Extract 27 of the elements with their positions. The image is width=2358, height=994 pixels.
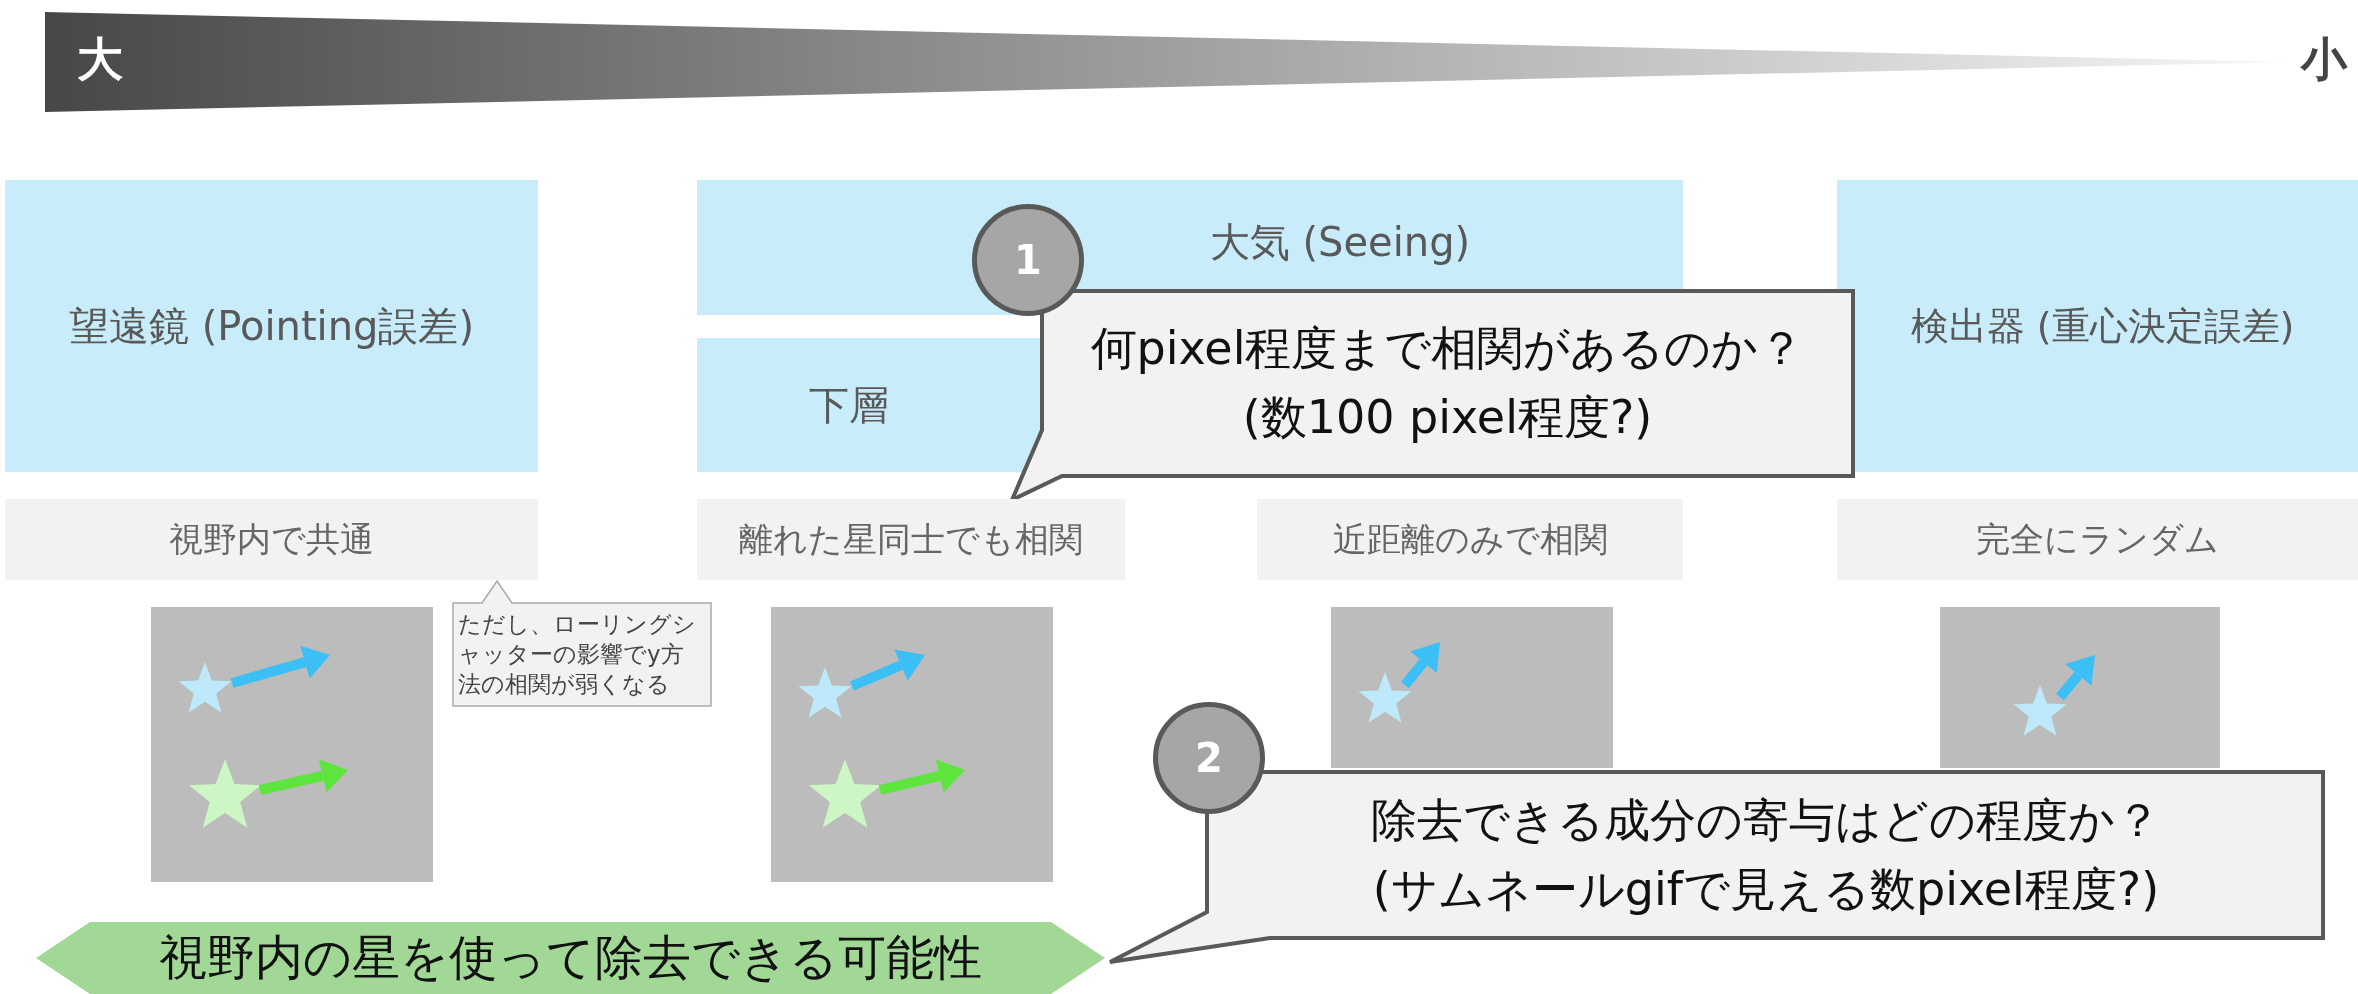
note-box xyxy=(452,580,712,707)
property-box xyxy=(5,499,538,580)
note-text: ただし、ローリングシャッターの影響でy方法の相関が弱くなる xyxy=(458,610,697,699)
category-box xyxy=(1837,180,2358,472)
property-label: 視野内で共通 xyxy=(169,517,374,561)
speech-bubble xyxy=(1008,289,1855,499)
scale-label: 小 xyxy=(2299,31,2349,88)
double-arrow-banner xyxy=(36,922,1105,994)
callout-number: 2 xyxy=(1195,735,1223,781)
category-label: 望遠鏡 (Pointing誤差) xyxy=(68,301,475,351)
category-label: 大気 (Seeing) xyxy=(1209,218,1471,267)
property-label: 近距離のみで相関 xyxy=(1332,517,1608,561)
callout-number: 1 xyxy=(1014,237,1042,283)
layer-label: 下層 xyxy=(808,380,889,430)
question-text: (数100 pixel程度?) xyxy=(1242,389,1653,446)
property-label: 完全にランダム xyxy=(1976,517,2219,561)
layer-box xyxy=(697,338,1040,472)
speech-bubble xyxy=(1108,770,2325,964)
category-box xyxy=(5,180,538,472)
question-text: 何pixel程度まで相関があるのか？ xyxy=(1090,320,1805,377)
question-text: (サムネールgifで見える数pixel程度?) xyxy=(1372,861,2160,918)
scale-label: 大 xyxy=(76,31,124,88)
property-box xyxy=(697,499,1125,580)
question-text: 除去できる成分の寄与はどの程度か？ xyxy=(1371,792,2161,849)
banner-label: 視野内の星を使って除去できる可能性 xyxy=(159,928,982,987)
category-label: 検出器 (重心決定誤差) xyxy=(1910,302,2295,350)
property-label: 離れた星同士でも相関 xyxy=(739,517,1083,561)
